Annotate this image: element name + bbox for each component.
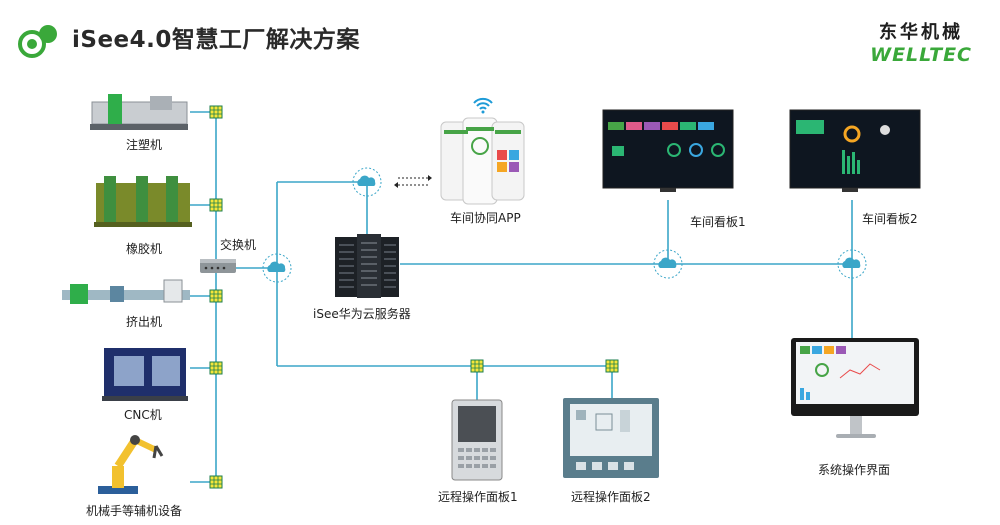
smartphone-app-icon [440, 97, 525, 205]
brand-logo: 东华机械 WELLTEC [870, 18, 972, 66]
server-label: iSee华为云服务器 [313, 307, 411, 321]
panel-label: 远程操作面板2 [571, 490, 651, 504]
page-title: iSee4.0智慧工厂解决方案 [72, 27, 360, 53]
brand-name-en: WELLTEC [870, 44, 972, 66]
injection-molding-machine-icon [90, 94, 188, 130]
machine-label: 挤出机 [126, 315, 163, 329]
touch-panel-icon [563, 398, 659, 478]
panel-label: 远程操作面板1 [438, 490, 518, 504]
machine-label: 机械手等辅机设备 [86, 504, 183, 518]
board-label: 车间看板1 [690, 215, 746, 229]
extruder-icon [62, 279, 190, 304]
machine-label: 橡胶机 [126, 242, 163, 256]
rubber-machine-icon [94, 176, 192, 227]
dashboard-screen-icon [602, 109, 734, 192]
server-rack-icon [335, 234, 399, 298]
app-label: 车间协同APP [450, 211, 521, 225]
logo-icon [18, 25, 57, 58]
network-switch-icon [200, 259, 236, 273]
connector-node [470, 359, 484, 373]
desktop-monitor-icon [791, 338, 919, 438]
connector-node [209, 105, 223, 119]
system-ui-label: 系统操作界面 [818, 463, 891, 477]
machine-label: 注塑机 [126, 138, 163, 152]
connector-node [605, 359, 619, 373]
board-label: 车间看板2 [862, 212, 918, 226]
connector-node [209, 289, 223, 303]
switch-label: 交换机 [220, 238, 257, 252]
connection-lines [190, 111, 853, 483]
connector-node [209, 475, 223, 489]
cnc-machine-icon [102, 348, 188, 401]
robot-arm-icon [98, 435, 164, 494]
brand-name-cn: 东华机械 [879, 22, 964, 43]
dashboard-screen-icon [789, 109, 921, 192]
connector-node [209, 198, 223, 212]
connector-node [209, 361, 223, 375]
machine-label: CNC机 [124, 408, 162, 422]
control-panel-icon [451, 399, 503, 481]
